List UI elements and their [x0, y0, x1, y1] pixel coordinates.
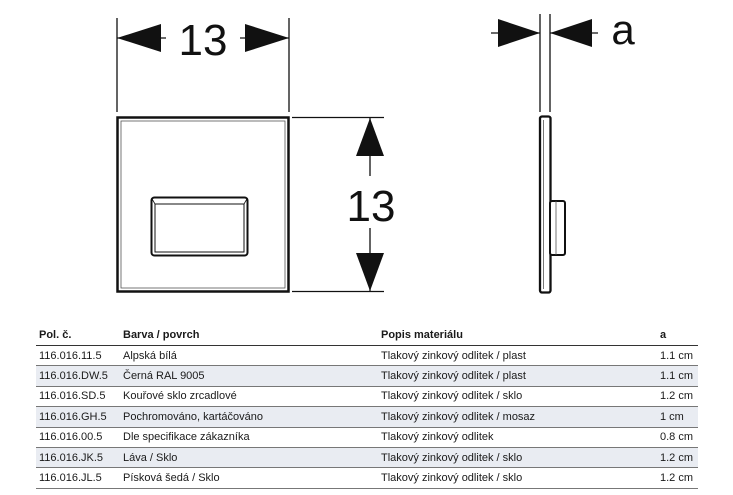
cell-item-number: 116.016.JK.5	[36, 447, 120, 469]
flush-plate-outer	[116, 116, 290, 293]
cell-material: Tlakový zinkový odlitek / mosaz	[378, 406, 657, 428]
cell-depth: 1 cm	[657, 406, 698, 428]
front-view: 13 13	[116, 14, 402, 293]
cell-material: Tlakový zinkový odlitek / sklo	[378, 467, 657, 489]
cell-depth: 1.2 cm	[657, 386, 698, 408]
depth-arrow-left	[498, 19, 540, 47]
height-label: 13	[347, 182, 396, 231]
height-arrow-top	[356, 118, 384, 156]
cell-color-finish: Písková šedá / Sklo	[120, 467, 378, 489]
cell-item-number: 116.016.GH.5	[36, 406, 120, 428]
flush-button-outer	[150, 196, 249, 257]
cell-depth: 1.1 cm	[657, 345, 698, 367]
cell-color-finish: Černá RAL 9005	[120, 365, 378, 387]
cell-color-finish: Alpská bílá	[120, 345, 378, 367]
cell-item-number: 116.016.11.5	[36, 345, 120, 367]
height-arrow-bottom	[356, 253, 384, 291]
depth-arrow-right	[550, 19, 592, 47]
table-row: 116.016.00.5 Dle specifikace zákazníka T…	[36, 427, 698, 448]
header-depth: a	[657, 325, 698, 346]
cell-color-finish: Láva / Sklo	[120, 447, 378, 469]
table-row: 116.016.SD.5 Kouřové sklo zrcadlové Tlak…	[36, 386, 698, 408]
flush-plate-inner	[120, 120, 286, 289]
table-row: 116.016.GH.5 Pochromováno, kartáčováno T…	[36, 406, 698, 428]
side-button	[549, 200, 566, 256]
cell-color-finish: Kouřové sklo zrcadlové	[120, 386, 378, 408]
table-row: 116.016.DW.5 Černá RAL 9005 Tlakový zink…	[36, 365, 698, 387]
product-table: Pol. č. Barva / povrch Popis materiálu a…	[36, 325, 698, 489]
cell-depth: 1.1 cm	[657, 365, 698, 387]
table-row: 116.016.JL.5 Písková šedá / Sklo Tlakový…	[36, 467, 698, 489]
header-color-finish: Barva / povrch	[120, 325, 378, 346]
width-label: 13	[179, 16, 228, 65]
flush-button-inner	[154, 203, 245, 253]
cell-color-finish: Pochromováno, kartáčováno	[120, 406, 378, 428]
cell-material: Tlakový zinkový odlitek	[378, 427, 657, 448]
cell-material: Tlakový zinkový odlitek / sklo	[378, 447, 657, 469]
depth-label: a	[611, 6, 635, 53]
technical-drawing: 13 13 a	[116, 6, 635, 294]
cell-material: Tlakový zinkový odlitek / plast	[378, 345, 657, 367]
width-arrow-right	[245, 24, 289, 52]
cell-material: Tlakový zinkový odlitek / sklo	[378, 386, 657, 408]
header-material: Popis materiálu	[378, 325, 657, 346]
width-arrow-left	[117, 24, 161, 52]
cell-depth: 1.2 cm	[657, 447, 698, 469]
cell-depth: 0.8 cm	[657, 427, 698, 448]
cell-color-finish: Dle specifikace zákazníka	[120, 427, 378, 448]
cell-item-number: 116.016.SD.5	[36, 386, 120, 408]
table-row: 116.016.JK.5 Láva / Sklo Tlakový zinkový…	[36, 447, 698, 469]
cell-material: Tlakový zinkový odlitek / plast	[378, 365, 657, 387]
table-row: 116.016.11.5 Alpská bílá Tlakový zinkový…	[36, 345, 698, 367]
side-view: a	[491, 6, 635, 294]
cell-item-number: 116.016.JL.5	[36, 467, 120, 489]
cell-item-number: 116.016.00.5	[36, 427, 120, 448]
table-header-row: Pol. č. Barva / povrch Popis materiálu a	[36, 325, 698, 346]
header-item-number: Pol. č.	[36, 325, 120, 346]
side-plate	[538, 115, 552, 294]
cell-item-number: 116.016.DW.5	[36, 365, 120, 387]
cell-depth: 1.2 cm	[657, 467, 698, 489]
